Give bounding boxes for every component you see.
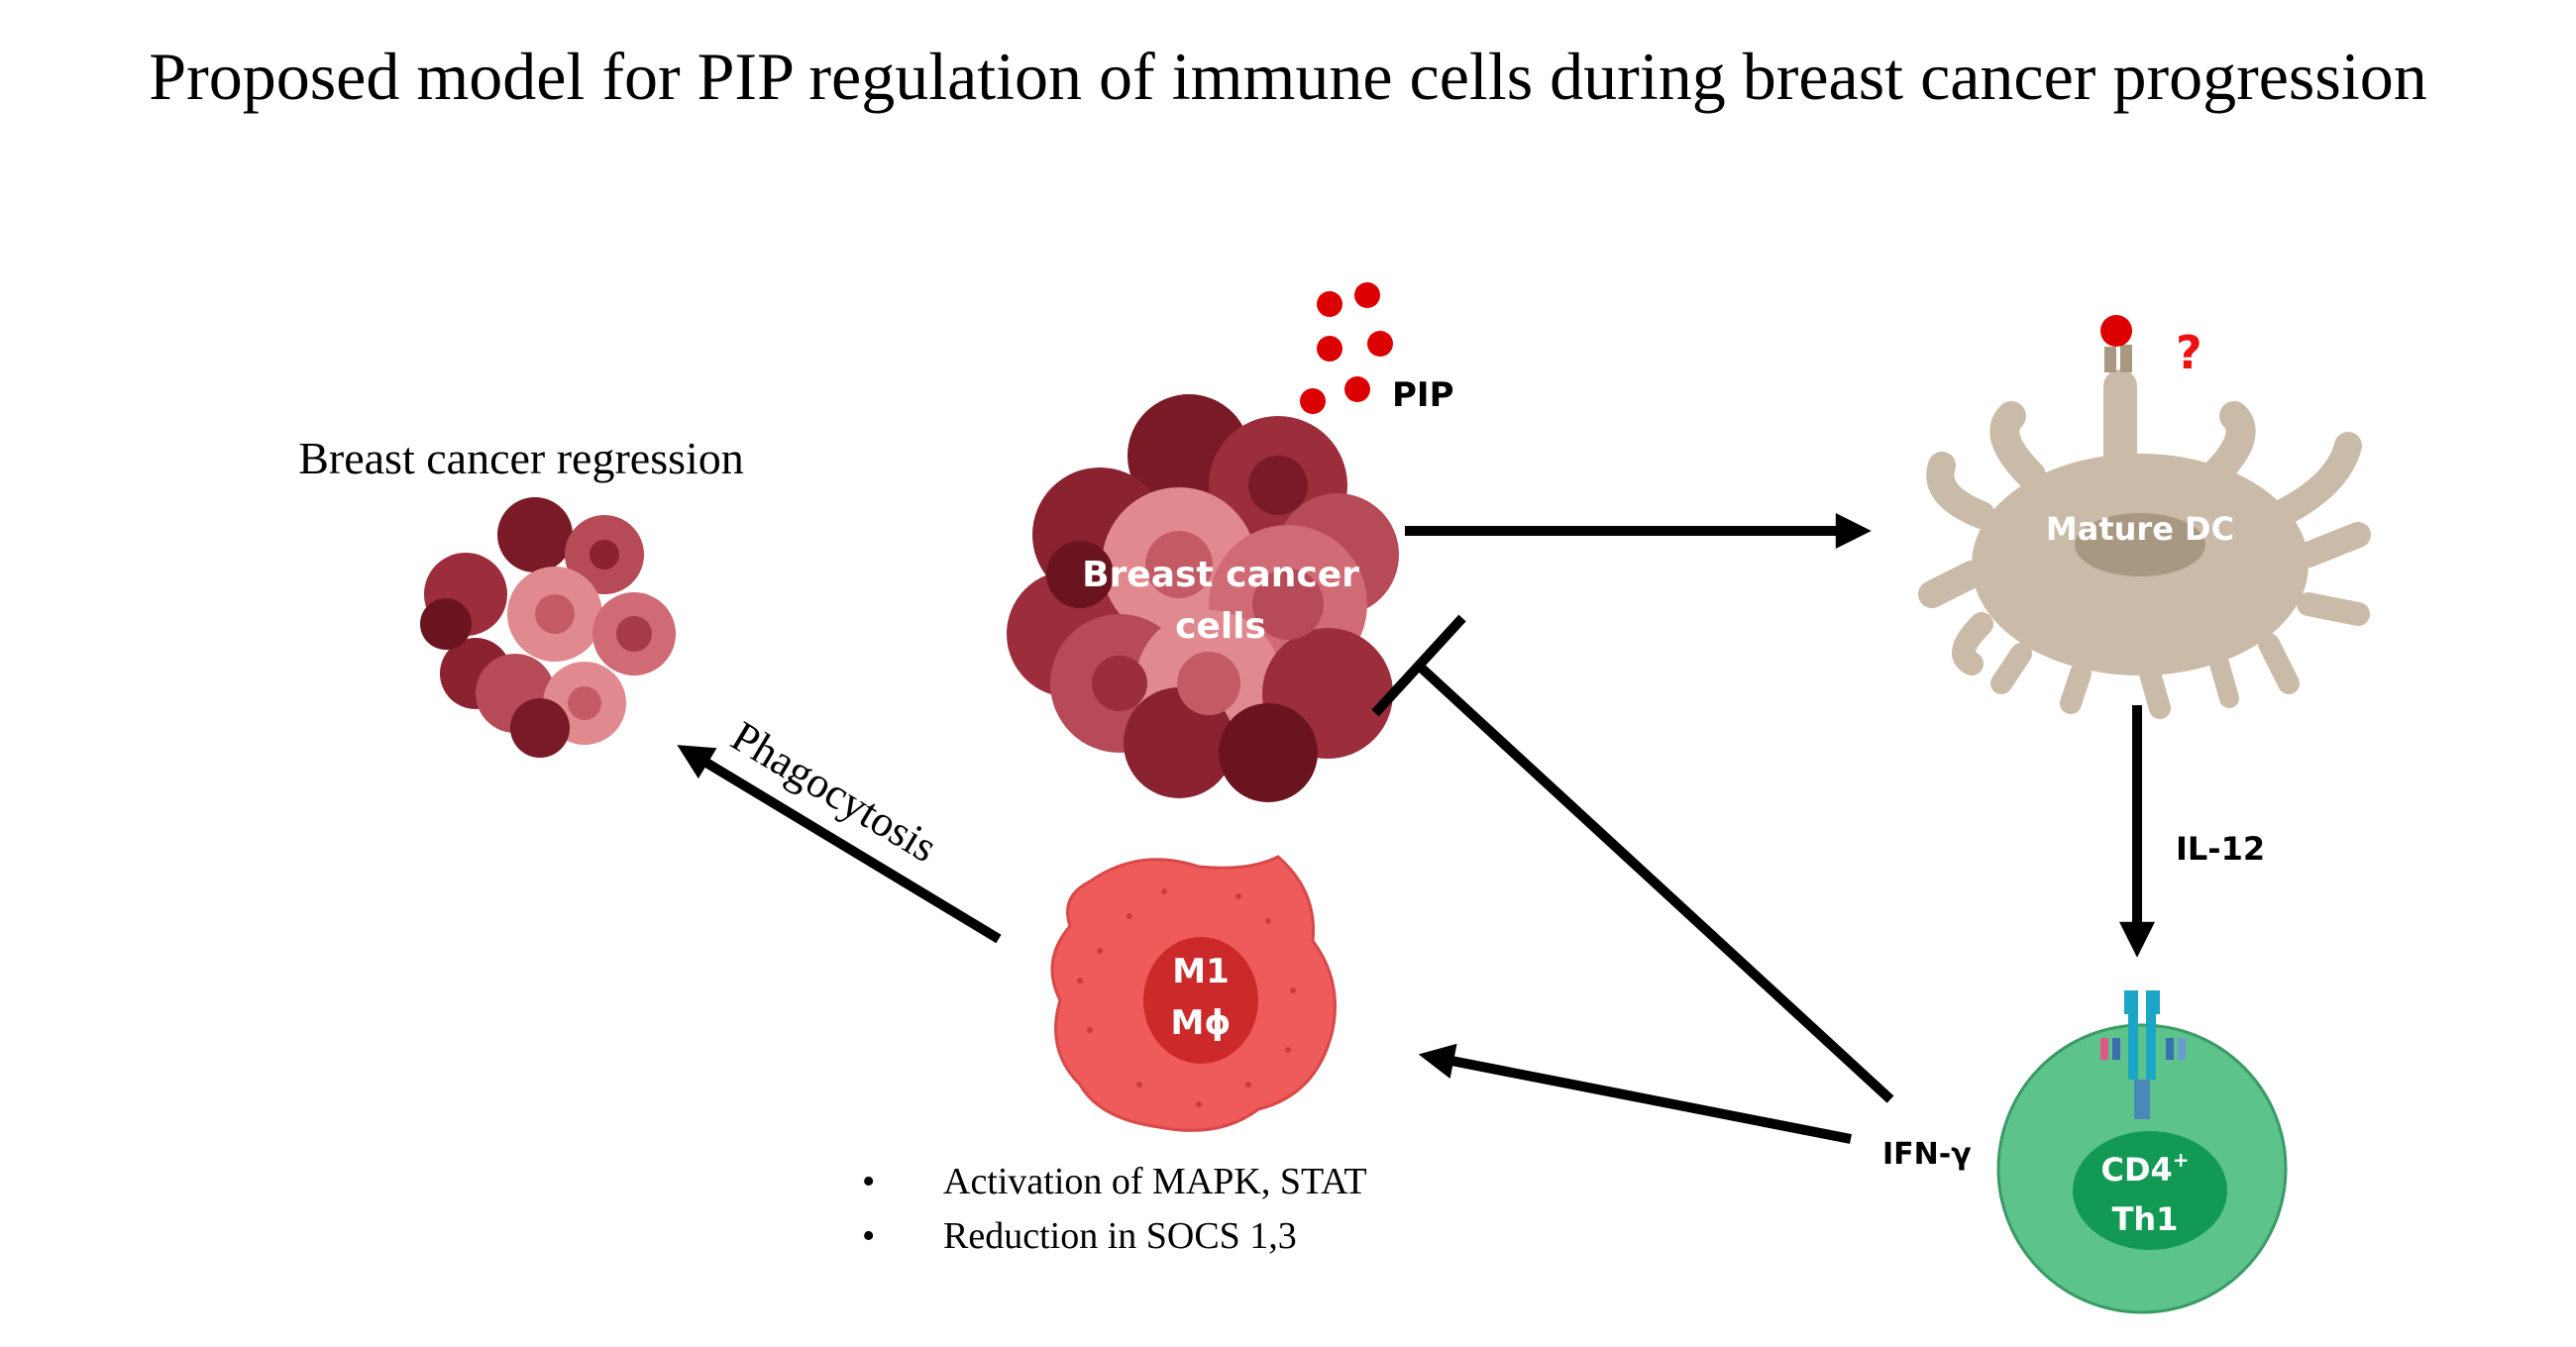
cd4-th1-t-cell: [1996, 990, 2288, 1314]
cancer-label-line1: Breast cancer: [1082, 555, 1359, 595]
pip-molecules: [1300, 282, 1393, 414]
ifng-label: IFN-γ: [1882, 1137, 1972, 1172]
arrow-tcell-to-macrophage: [1418, 1043, 1852, 1144]
arrow-macrophage-to-regression: [677, 745, 1002, 944]
note-bullet-1: •: [862, 1161, 875, 1202]
pip-label: PIP: [1392, 375, 1454, 415]
inhibition-tcell-to-cancer: [1371, 614, 1894, 1103]
note-item-1: Activation of MAPK, STAT: [943, 1161, 1367, 1202]
macrophage-label-line1: M1: [1172, 952, 1230, 991]
tcell-label-line2: Th1: [2112, 1200, 2179, 1238]
figure-title: Proposed model for PIP regulation of imm…: [149, 39, 2426, 114]
dc-unknown-receptor: ?: [2176, 326, 2202, 379]
macrophage-label-line2: Mϕ: [1171, 1003, 1232, 1043]
mature-dendritic-cell: [1918, 315, 2371, 719]
note-bullet-2: •: [862, 1215, 875, 1257]
regressed-tumor-cluster: [420, 497, 676, 758]
m1-macrophage: [1050, 855, 1337, 1132]
breast-cancer-tumor: [1007, 394, 1399, 802]
regression-label: Breast cancer regression: [298, 433, 744, 483]
dc-label: Mature DC: [2046, 510, 2234, 548]
note-item-2: Reduction in SOCS 1,3: [943, 1215, 1297, 1257]
macrophage-notes: • Activation of MAPK, STAT • Reduction i…: [862, 1161, 1367, 1257]
il12-label: IL-12: [2176, 830, 2265, 868]
cancer-label-line2: cells: [1175, 606, 1266, 647]
tcell-label-line1: CD4+: [2100, 1148, 2189, 1189]
